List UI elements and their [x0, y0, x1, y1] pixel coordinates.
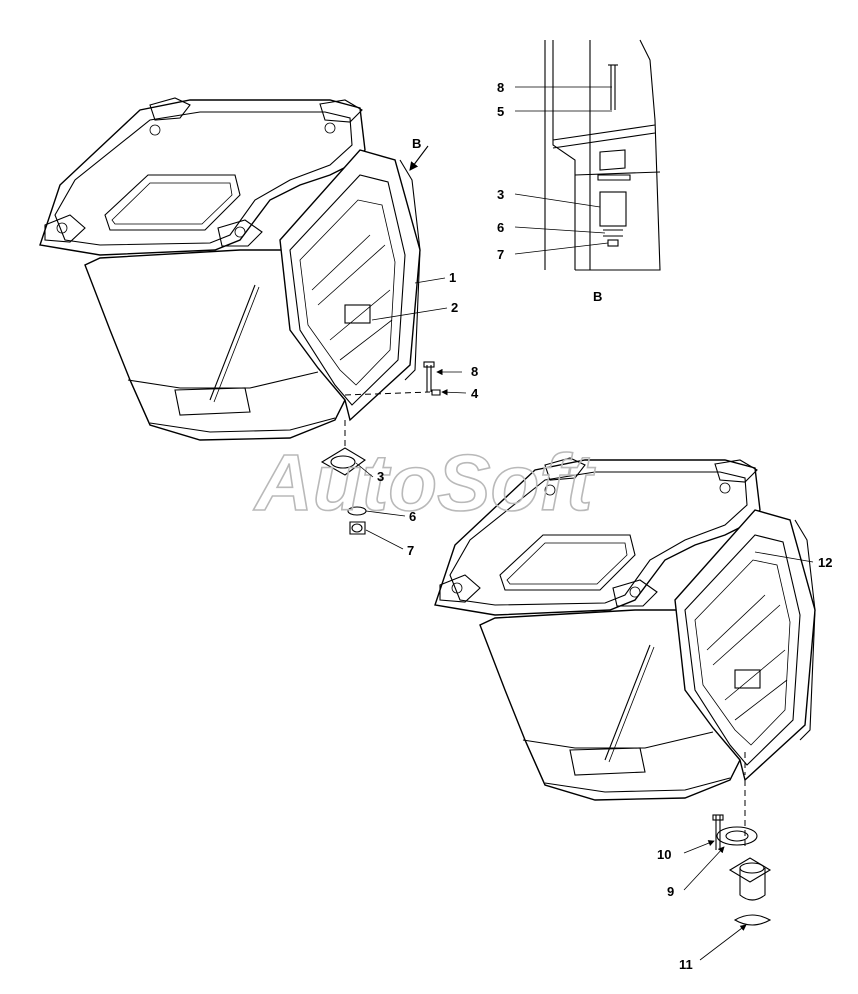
callout-detail-7: 7 [497, 247, 504, 262]
callout-3: 3 [377, 469, 384, 484]
callout-7: 7 [407, 543, 414, 558]
mount-parts-upper [320, 361, 441, 535]
callout-detail-3: 3 [497, 187, 504, 202]
callout-detail-6: 6 [497, 220, 504, 235]
callout-10: 10 [657, 847, 671, 862]
cab-upper [39, 97, 421, 441]
callout-8: 8 [471, 364, 478, 379]
leader-lines [355, 86, 814, 961]
detail-view-b [544, 39, 661, 271]
callout-detail-8: 8 [497, 80, 504, 95]
callout-4: 4 [471, 386, 479, 401]
callout-detail-5: 5 [497, 104, 504, 119]
callouts-cab-lower: 12 10 9 11 [657, 555, 832, 972]
cab-lower [434, 457, 816, 801]
watermark-text: AutoSoft [253, 438, 596, 527]
callout-9: 9 [667, 884, 674, 899]
callout-11: 11 [679, 957, 693, 972]
callout-12: 12 [818, 555, 832, 570]
mount-parts-lower [712, 752, 772, 926]
view-b-arrow: B [409, 136, 429, 171]
callout-6: 6 [409, 509, 416, 524]
callouts-cab-upper: 1 2 8 4 3 6 7 [377, 270, 479, 558]
detail-caption: B [593, 289, 602, 304]
callout-2: 2 [451, 300, 458, 315]
view-marker-label: B [412, 136, 421, 151]
callout-1: 1 [449, 270, 456, 285]
callouts-detail: 8 5 3 6 7 B [497, 80, 602, 304]
